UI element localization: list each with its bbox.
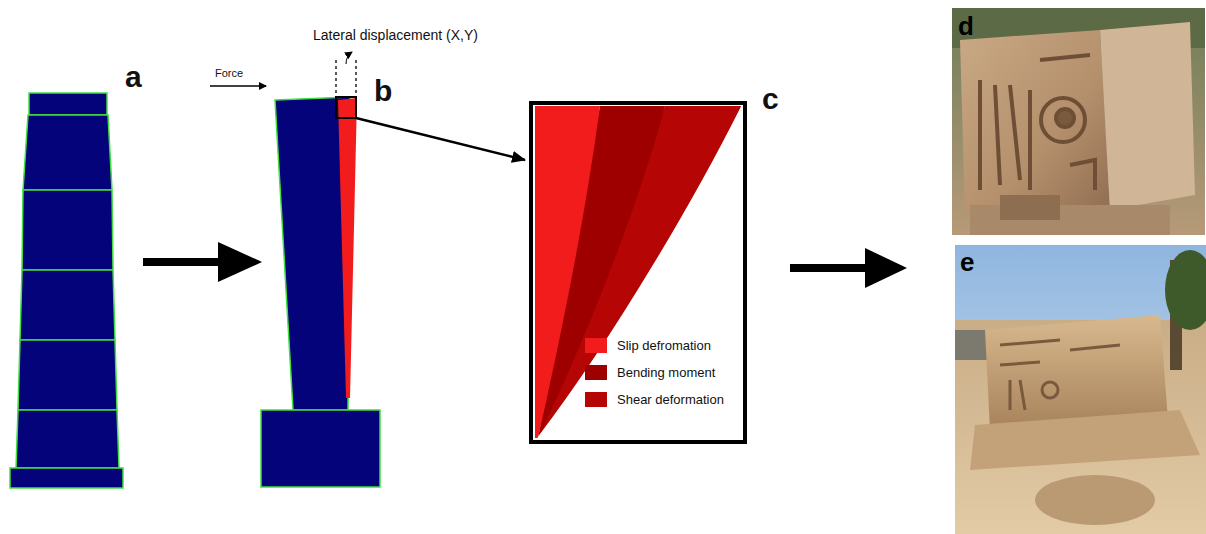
panel-letter: c <box>762 82 779 115</box>
tilted-column <box>210 52 525 487</box>
legend-row: Slip defromation <box>585 338 713 353</box>
legend-text: Bending moment <box>615 365 717 380</box>
photo-block <box>955 245 1206 534</box>
deformation-zoom <box>531 103 745 442</box>
column-drums <box>10 93 123 488</box>
panel-letter: e <box>960 248 974 277</box>
legend-text: Shear deformation <box>615 392 726 407</box>
flow-arrow <box>143 242 262 282</box>
legend-swatch <box>585 365 607 380</box>
panel-letter: a <box>125 60 142 93</box>
legend-row: Bending moment <box>585 365 717 380</box>
legend-row: Shear deformation <box>585 392 726 407</box>
legend-swatch <box>585 338 607 353</box>
flow-arrow <box>790 248 907 288</box>
legend-text: Slip defromation <box>615 338 713 353</box>
displacement-label: Lateral displacement (X,Y) <box>313 28 478 43</box>
panel-letter: b <box>374 74 392 107</box>
panel-letter: d <box>958 12 974 41</box>
photo-block <box>952 8 1205 235</box>
legend-swatch <box>585 392 607 407</box>
force-label: Force <box>215 67 243 79</box>
